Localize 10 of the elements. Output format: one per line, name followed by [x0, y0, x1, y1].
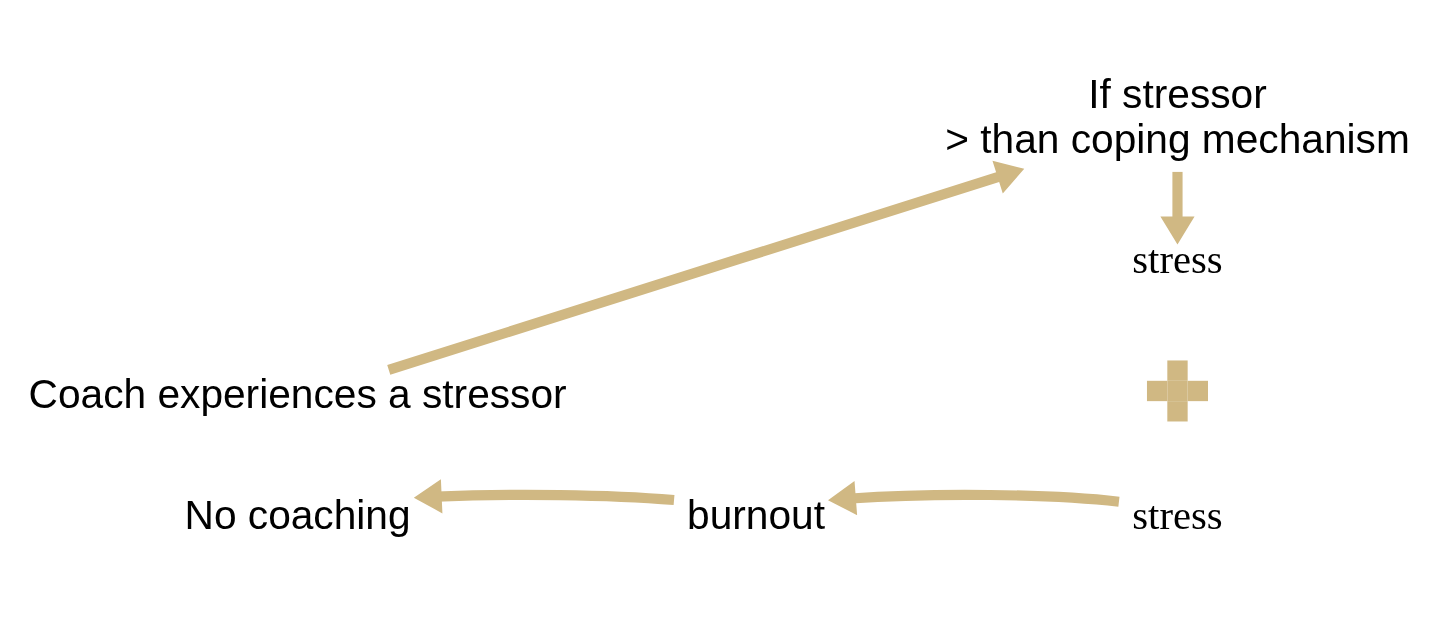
arrow [828, 481, 1120, 516]
node-text: burnout [687, 491, 826, 538]
node-text: If stressor > than coping mechanism [945, 71, 1410, 163]
arrow [413, 479, 675, 514]
arrow [387, 160, 1025, 375]
node-text: stress [1132, 492, 1223, 538]
arrow [1160, 171, 1195, 245]
node-text: No coaching [184, 491, 411, 538]
node-text: stress [1132, 237, 1223, 283]
node-text: Coach experiences a stressor [28, 371, 567, 418]
